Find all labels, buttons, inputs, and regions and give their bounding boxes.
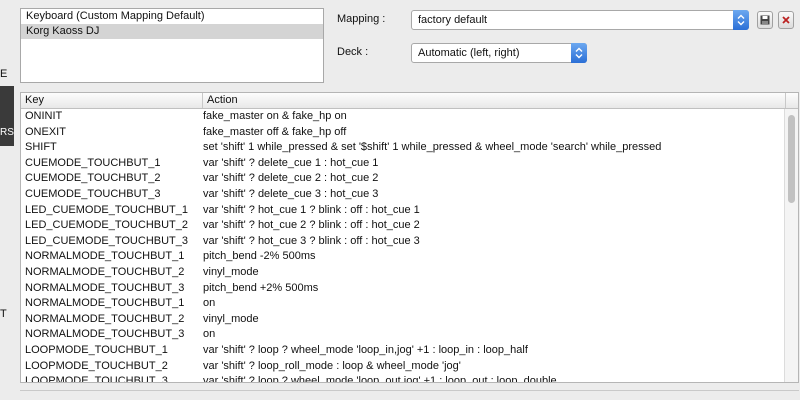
column-header-action[interactable]: Action [207,94,238,106]
cell-action: on [203,297,216,310]
cell-action: var 'shift' ? hot_cue 2 ? blink : off : … [203,219,420,232]
table-row[interactable]: LOOPMODE_TOUCHBUT_3 var 'shift' ? loop ? … [21,374,785,383]
divider [20,390,799,391]
cell-key: LOOPMODE_TOUCHBUT_3 [25,375,168,383]
chevron-updown-icon[interactable] [733,10,749,30]
cell-key: ONEXIT [25,125,66,138]
cell-key: NORMALMODE_TOUCHBUT_3 [25,281,185,294]
cell-action: var 'shift' ? loop_roll_mode : loop & wh… [203,359,461,372]
parent-sidebar-edge: E RS T [0,0,14,400]
table-row[interactable]: NORMALMODE_TOUCHBUT_3 pitch_bend +2% 500m… [21,281,785,297]
cell-key: NORMALMODE_TOUCHBUT_1 [25,250,185,263]
cell-key: NORMALMODE_TOUCHBUT_1 [25,297,185,310]
cell-action: var 'shift' ? delete_cue 2 : hot_cue 2 [203,172,379,185]
deck-value: Automatic (left, right) [418,47,520,59]
table-row[interactable]: NORMALMODE_TOUCHBUT_1 pitch_bend -2% 500m… [21,249,785,265]
table-row[interactable]: LOOPMODE_TOUCHBUT_2 var 'shift' ? loop_ro… [21,359,785,375]
cell-action: var 'shift' ? loop ? wheel_mode 'loop_ou… [203,375,557,383]
table-body: ONINIT fake_master on & fake_hp on ONEXIT f… [21,109,785,383]
table-row[interactable]: ONINIT fake_master on & fake_hp on [21,109,785,125]
cell-action: var 'shift' ? hot_cue 3 ? blink : off : … [203,234,420,247]
cell-key: CUEMODE_TOUCHBUT_2 [25,172,161,185]
table-row[interactable]: LED_CUEMODE_TOUCHBUT_3 var 'shift' ? hot_… [21,234,785,250]
column-header-key[interactable]: Key [21,93,203,108]
save-mapping-button[interactable] [757,11,773,29]
table-row[interactable]: CUEMODE_TOUCHBUT_1 var 'shift' ? delete_c… [21,156,785,172]
mapping-table[interactable]: Key Action ONINIT fake_master on & fake_h… [20,92,799,383]
cell-key: LED_CUEMODE_TOUCHBUT_3 [25,234,189,247]
cell-key: ONINIT [25,110,63,122]
table-row[interactable]: CUEMODE_TOUCHBUT_2 var 'shift' ? delete_c… [21,171,785,187]
cell-action: on [203,328,216,341]
cell-action: pitch_bend -2% 500ms [203,250,316,263]
cell-action: var 'shift' ? hot_cue 1 ? blink : off : … [203,203,420,216]
mapping-value: factory default [418,14,488,26]
cell-key: CUEMODE_TOUCHBUT_3 [25,187,161,200]
table-row[interactable]: NORMALMODE_TOUCHBUT_1 on [21,296,785,312]
sidebar-edge-text: E [0,68,8,80]
table-row[interactable]: LED_CUEMODE_TOUCHBUT_2 var 'shift' ? hot_… [21,218,785,234]
device-list[interactable]: Keyboard (Custom Mapping Default) Korg K… [20,8,324,83]
table-row[interactable]: SHIFT set 'shift' 1 while_pressed & set '… [21,140,785,156]
cell-action: fake_master off & fake_hp off [203,125,347,138]
table-row[interactable]: NORMALMODE_TOUCHBUT_2 vinyl_mode [21,265,785,281]
deck-select[interactable]: Automatic (left, right) [411,43,587,63]
cell-action: vinyl_mode [203,265,259,278]
cell-key: LOOPMODE_TOUCHBUT_2 [25,359,168,372]
device-item-korg-kaoss-dj[interactable]: Korg Kaoss DJ [21,24,323,39]
cell-action: set 'shift' 1 while_pressed & set '$shif… [203,141,662,154]
table-row[interactable]: NORMALMODE_TOUCHBUT_3 on [21,327,785,343]
cell-action: vinyl_mode [203,312,259,325]
table-row[interactable]: CUEMODE_TOUCHBUT_3 var 'shift' ? delete_c… [21,187,785,203]
sidebar-edge-text: RS [0,127,14,138]
cell-key: LED_CUEMODE_TOUCHBUT_2 [25,219,189,232]
cell-action: pitch_bend +2% 500ms [203,281,319,294]
vertical-scrollbar[interactable] [784,109,798,382]
cell-key: SHIFT [25,141,57,154]
sidebar-edge-selected-item[interactable]: RS [0,86,14,146]
delete-mapping-button[interactable] [778,11,794,29]
cell-action: fake_master on & fake_hp on [203,110,347,122]
delete-icon [782,16,790,24]
save-icon [760,15,770,25]
cell-key: LED_CUEMODE_TOUCHBUT_1 [25,203,189,216]
table-row[interactable]: NORMALMODE_TOUCHBUT_2 vinyl_mode [21,312,785,328]
mapping-select[interactable]: factory default [411,10,749,30]
chevron-updown-icon[interactable] [571,43,587,63]
cell-action: var 'shift' ? delete_cue 3 : hot_cue 3 [203,187,379,200]
scrollbar-thumb[interactable] [788,115,795,203]
cell-key: CUEMODE_TOUCHBUT_1 [25,156,161,169]
cell-key: NORMALMODE_TOUCHBUT_2 [25,312,185,325]
cell-action: var 'shift' ? loop ? wheel_mode 'loop_in… [203,343,528,356]
cell-key: NORMALMODE_TOUCHBUT_2 [25,265,185,278]
cell-key: LOOPMODE_TOUCHBUT_1 [25,343,168,356]
cell-action: var 'shift' ? delete_cue 1 : hot_cue 1 [203,156,379,169]
mapping-label: Mapping : [337,13,386,25]
sidebar-edge-text: T [0,308,7,320]
table-row[interactable]: LED_CUEMODE_TOUCHBUT_1 var 'shift' ? hot_… [21,203,785,219]
table-row[interactable]: ONEXIT fake_master off & fake_hp off [21,125,785,141]
table-header: Key Action [21,93,798,109]
table-row[interactable]: LOOPMODE_TOUCHBUT_1 var 'shift' ? loop ? … [21,343,785,359]
cell-key: NORMALMODE_TOUCHBUT_3 [25,328,185,341]
device-item-keyboard[interactable]: Keyboard (Custom Mapping Default) [26,10,205,22]
deck-label: Deck : [337,46,369,58]
header-corner [785,93,798,108]
